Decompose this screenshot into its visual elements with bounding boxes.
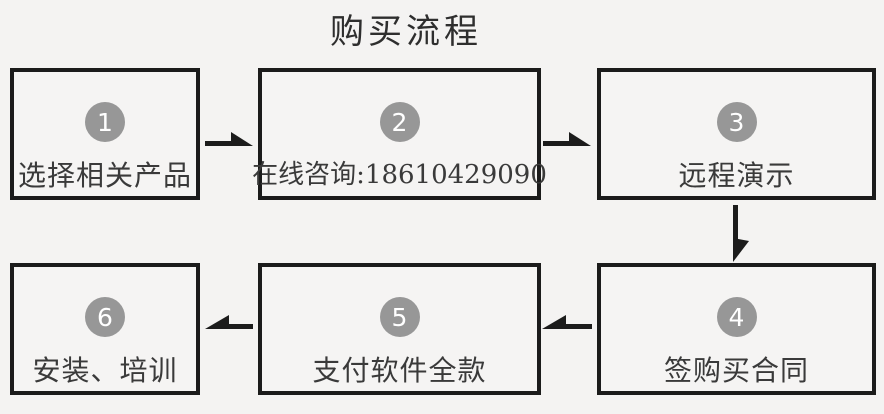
step-label: 支付软件全款 <box>312 354 487 387</box>
arrow-step1-to-step2-icon <box>205 132 253 146</box>
arrow-step3-to-step4-icon <box>733 205 749 262</box>
step-number-badge: 4 <box>716 297 757 337</box>
step-number-badge: 6 <box>85 297 125 337</box>
step-box-3: 3 远程演示 <box>597 68 876 200</box>
step-label: 安装、培训 <box>32 354 178 387</box>
step-label: 在线咨询:18610429090 <box>252 160 547 190</box>
arrow-step4-to-step5-icon <box>542 315 592 329</box>
step-number-badge: 2 <box>379 102 420 142</box>
arrow-step2-to-step3-icon <box>543 132 591 146</box>
step-box-4: 4 签购买合同 <box>597 263 876 395</box>
step-box-6: 6 安装、培训 <box>10 263 200 395</box>
step-number-badge: 5 <box>379 297 420 337</box>
page-title: 购买流程 <box>330 12 482 52</box>
step-label: 选择相关产品 <box>17 159 192 192</box>
step-number-badge: 3 <box>716 102 757 142</box>
step-number-badge: 1 <box>85 102 125 142</box>
step-label: 远程演示 <box>678 159 795 192</box>
step-box-2: 2 在线咨询:18610429090 <box>252 68 547 200</box>
step-box-1: 1 选择相关产品 <box>10 68 200 200</box>
step-label: 签购买合同 <box>663 354 809 387</box>
arrow-step5-to-step6-icon <box>205 315 253 329</box>
step-box-5: 5 支付软件全款 <box>258 263 541 395</box>
